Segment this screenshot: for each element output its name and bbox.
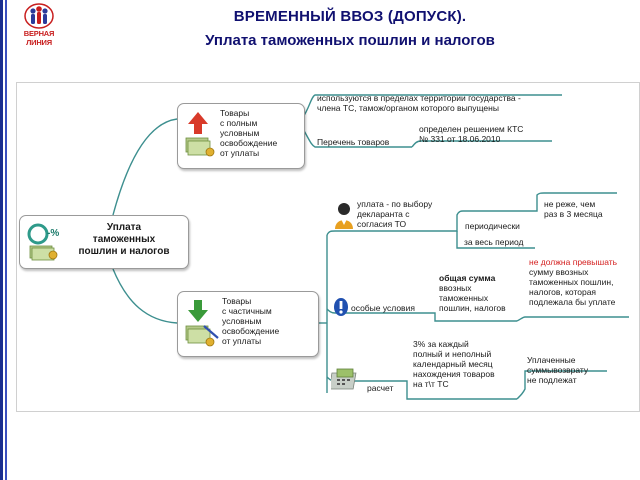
total-amount-bold: общая сумма: [439, 273, 496, 283]
special-conditions-text: особые условия: [351, 303, 415, 313]
whole-period-text: за весь период: [464, 237, 524, 247]
logo-people-icon: [24, 3, 54, 29]
frequency-text: не реже, чем раз в 3 месяца: [544, 199, 603, 219]
kts-decision-text: определен решением КТС № 331 от 18.06.20…: [419, 124, 524, 144]
center-node-label: Уплата таможенных пошлин и налогов: [78, 222, 170, 257]
logo-text: ВЕРНАЯ ЛИНИЯ: [23, 29, 55, 47]
full-exemption-node: Товары с полным условным освобождение от…: [177, 103, 305, 169]
not-exceed-block: не должна превышать сумму ввозных таможе…: [529, 257, 637, 307]
page-subtitle: Уплата таможенных пошлин и налогов: [205, 32, 495, 49]
svg-text:-%: -%: [47, 228, 59, 239]
goods-list-text: Перечень товаров: [317, 137, 390, 147]
partial-exemption-node: Товары с частичным условным освобождение…: [177, 291, 319, 357]
periodically-text: периодически: [465, 221, 520, 231]
logo: ВЕРНАЯ ЛИНИЯ: [10, 2, 68, 47]
full-exemption-label: Товары с полным условным освобождение от…: [220, 108, 278, 158]
partial-exemption-label: Товары с частичным условным освобождение…: [222, 296, 280, 346]
center-node: -% Уплата таможенных пошлин и налогов: [19, 215, 189, 269]
left-decorative-stripe: [0, 0, 10, 480]
refund-text: Уплаченные суммывозврату не подлежат: [527, 355, 589, 385]
money-arrow-up-icon: [185, 112, 215, 157]
info-icon: [334, 298, 348, 316]
page-title: ВРЕМЕННЫЙ ВВОЗ (ДОПУСК).: [233, 8, 467, 25]
money-percent-icon: -%: [27, 223, 59, 261]
calculation-text: расчет: [367, 383, 394, 393]
money-arrow-down-icon: [185, 300, 219, 347]
not-exceed-rest: сумму ввозных таможенных пошлин, налогов…: [529, 267, 616, 307]
usage-territory-text: используются в пределах территории госуд…: [317, 93, 521, 113]
connector-whole-period: [456, 231, 535, 249]
rate-text: 3% за каждый полный и неполный календарн…: [413, 339, 495, 389]
connector-not-exceed: [516, 316, 629, 322]
connector-list-note: [411, 140, 552, 148]
connector-refund: [516, 370, 607, 400]
connector-frequency: [463, 192, 617, 212]
payment-option-text: уплата - по выбору декларанта с согласия…: [357, 199, 433, 229]
person-icon: [335, 203, 353, 229]
calculator-icon: [331, 368, 357, 390]
mind-map: -% Уплата таможенных пошлин и налогов То…: [16, 82, 640, 412]
total-amount-rest: ввозных таможенных пошлин, налогов: [439, 283, 506, 313]
connector-special: [335, 312, 517, 322]
not-exceed-red: не должна превышать: [529, 257, 618, 267]
connector-center-top: [112, 118, 178, 216]
total-amount-block: общая сумма ввозных таможенных пошлин, н…: [439, 273, 523, 313]
connector-calc: [335, 380, 517, 400]
connector-center-bottom: [112, 268, 178, 324]
connector-payment: [335, 210, 464, 232]
